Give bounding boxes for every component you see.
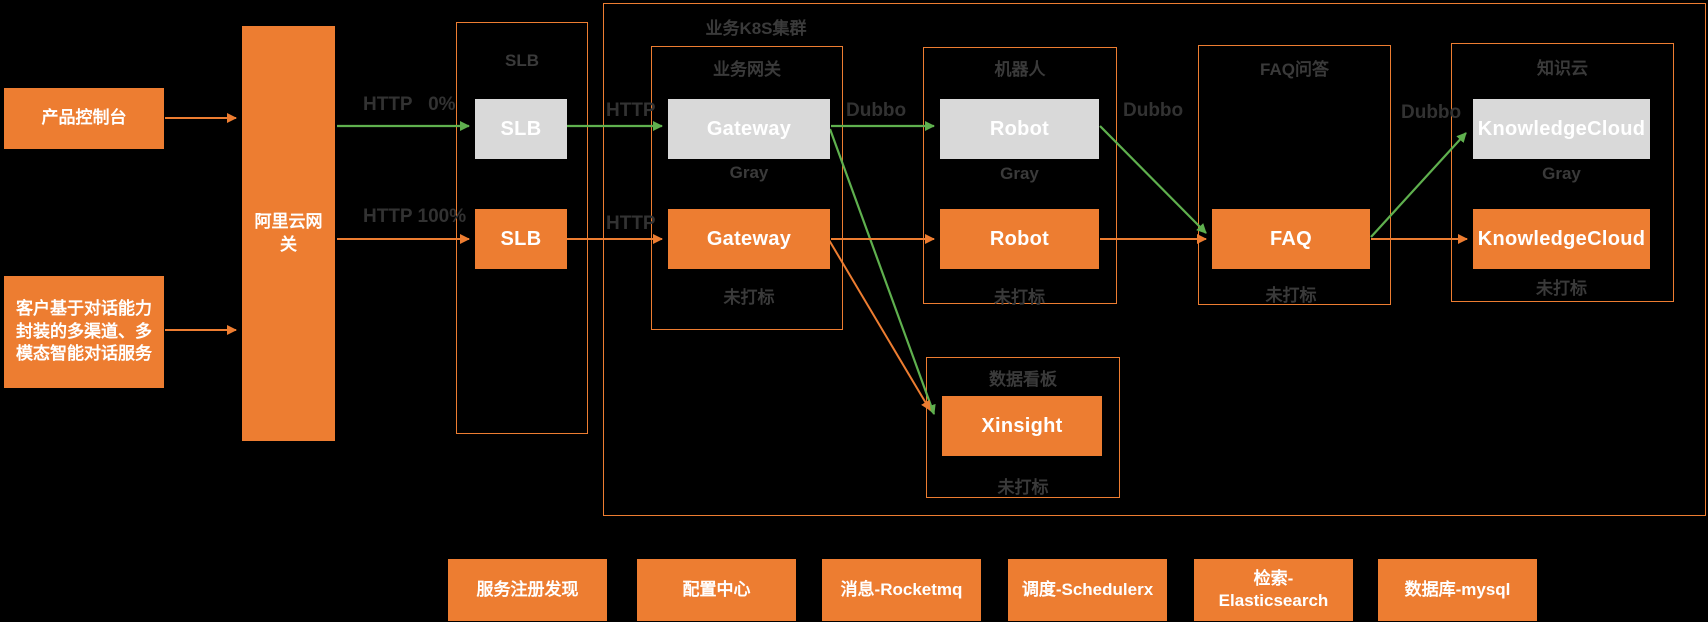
infra-config-center-label: 配置中心 — [682, 579, 751, 599]
robot-title: 机器人 — [994, 60, 1046, 79]
infra-elasticsearch-label: 检索- Elasticsearch — [1218, 568, 1329, 610]
infra-rocketmq-box: 消息-Rocketmq — [822, 559, 981, 621]
knowledge-gray-tag: Gray — [1542, 164, 1581, 183]
aliyun-gateway-box: 阿里云网 关 — [242, 26, 335, 441]
k8s-cluster-title: 业务K8S集群 — [705, 19, 807, 38]
faq-node: FAQ — [1212, 209, 1370, 269]
product-console-label: 产品控制台 — [41, 108, 127, 128]
infra-service-registry-label: 服务注册发现 — [476, 579, 579, 599]
k8s-cluster-container — [603, 3, 1706, 516]
dashboard-untagged-tag: 未打标 — [997, 478, 1049, 497]
infra-service-registry-box: 服务注册发现 — [448, 559, 607, 621]
faq-node-label: FAQ — [1269, 227, 1312, 250]
edge-label-http-0: HTTP 0% — [363, 94, 456, 115]
infra-rocketmq-label: 消息-Rocketmq — [840, 579, 963, 599]
robot-gray-label: Robot — [989, 117, 1050, 140]
gateway-gray-label: Gateway — [706, 117, 792, 140]
aliyun-gateway-label: 阿里云网 关 — [254, 212, 323, 254]
infra-elasticsearch-box: 检索- Elasticsearch — [1194, 559, 1353, 621]
xinsight-node-label: Xinsight — [981, 414, 1063, 437]
slb-normal-label: SLB — [500, 227, 542, 250]
gateway-gray-node: Gateway — [668, 99, 830, 159]
knowledge-title: 知识云 — [1537, 59, 1588, 78]
knowledge-normal-label: KnowledgeCloud — [1477, 227, 1646, 250]
slb-gray-label: SLB — [500, 117, 542, 140]
robot-normal-node: Robot — [940, 209, 1099, 269]
slb-normal-node: SLB — [475, 209, 567, 269]
edge-label-dubbo-2: Dubbo — [1123, 100, 1184, 121]
customer-service-label: 客户基于对话能力 封装的多渠道、多 模态智能对话服务 — [16, 299, 152, 364]
gateway-normal-label: Gateway — [706, 227, 792, 250]
dashboard-container — [926, 357, 1120, 498]
slb-title: SLB — [505, 51, 539, 70]
faq-title: FAQ问答 — [1260, 60, 1329, 79]
xinsight-node: Xinsight — [942, 396, 1102, 456]
product-console-box: 产品控制台 — [4, 88, 164, 149]
faq-untagged-tag: 未打标 — [1265, 286, 1317, 305]
infra-config-center-box: 配置中心 — [637, 559, 796, 621]
edge-label-http-100: HTTP 100% — [363, 206, 467, 227]
robot-gray-tag: Gray — [1000, 164, 1039, 183]
gateway-normal-node: Gateway — [668, 209, 830, 269]
robot-gray-node: Robot — [940, 99, 1099, 159]
biz-gateway-title: 业务网关 — [713, 60, 781, 79]
knowledge-gray-label: KnowledgeCloud — [1477, 117, 1646, 140]
dashboard-title: 数据看板 — [989, 370, 1057, 389]
customer-service-box: 客户基于对话能力 封装的多渠道、多 模态智能对话服务 — [4, 276, 164, 388]
gateway-gray-tag: Gray — [729, 163, 769, 182]
gateway-untagged-tag: 未打标 — [723, 288, 775, 307]
robot-normal-label: Robot — [989, 227, 1050, 250]
infra-mysql-box: 数据库-mysql — [1378, 559, 1537, 621]
slb-container — [456, 22, 588, 434]
robot-untagged-tag: 未打标 — [994, 288, 1045, 307]
slb-gray-node: SLB — [475, 99, 567, 159]
knowledge-normal-node: KnowledgeCloud — [1473, 209, 1650, 269]
knowledge-gray-node: KnowledgeCloud — [1473, 99, 1650, 159]
edge-label-http-normal: HTTP — [606, 213, 656, 234]
infra-mysql-label: 数据库-mysql — [1404, 579, 1511, 599]
knowledge-untagged-tag: 未打标 — [1536, 279, 1587, 298]
infra-schedulerx-box: 调度-Schedulerx — [1008, 559, 1167, 621]
edge-label-http-gray: HTTP — [606, 100, 656, 121]
edge-label-dubbo-1: Dubbo — [846, 100, 907, 121]
edge-label-dubbo-3: Dubbo — [1401, 102, 1462, 123]
infra-schedulerx-label: 调度-Schedulerx — [1021, 579, 1154, 599]
